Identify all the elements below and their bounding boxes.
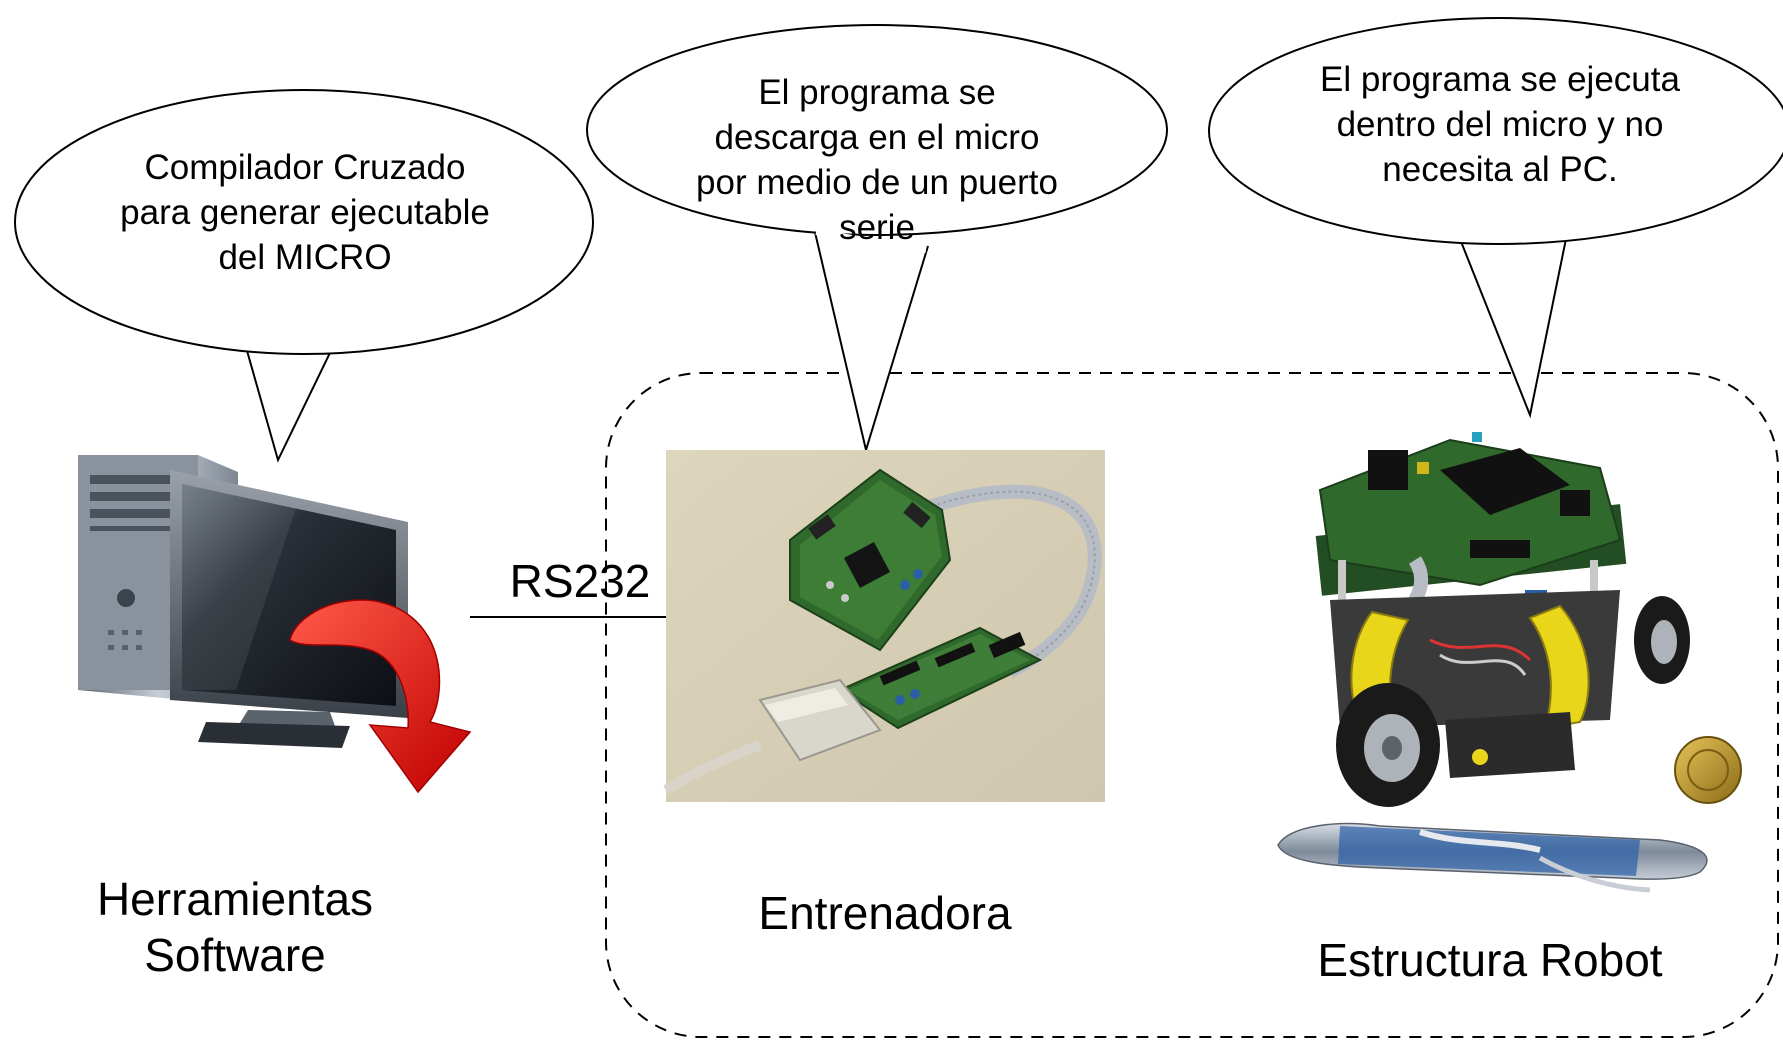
computer-icon xyxy=(78,455,472,794)
trainer-label: Entrenadora xyxy=(758,887,1012,939)
speech-bubble-execute xyxy=(1208,17,1783,419)
speech-bubble-download xyxy=(586,24,1168,454)
robot-photo xyxy=(1277,432,1742,893)
rs232-label: RS232 xyxy=(509,555,651,607)
software-label-line1: Herramientas xyxy=(96,873,374,925)
bubble-text-execute: El programa se ejecuta dentro del micro … xyxy=(1320,60,1680,189)
software-label-line2: Software xyxy=(144,929,326,981)
bubble-text-compiler: Compilador Cruzado para generar ejecutab… xyxy=(120,148,490,277)
bubble-text-download: El programa se descarga en el micro por … xyxy=(696,73,1058,247)
speech-bubble-compiler xyxy=(14,89,594,463)
robot-label: Estructura Robot xyxy=(1317,934,1663,986)
trainer-robot-boundary xyxy=(605,372,1779,1038)
trainer-board-photo xyxy=(663,450,1105,802)
